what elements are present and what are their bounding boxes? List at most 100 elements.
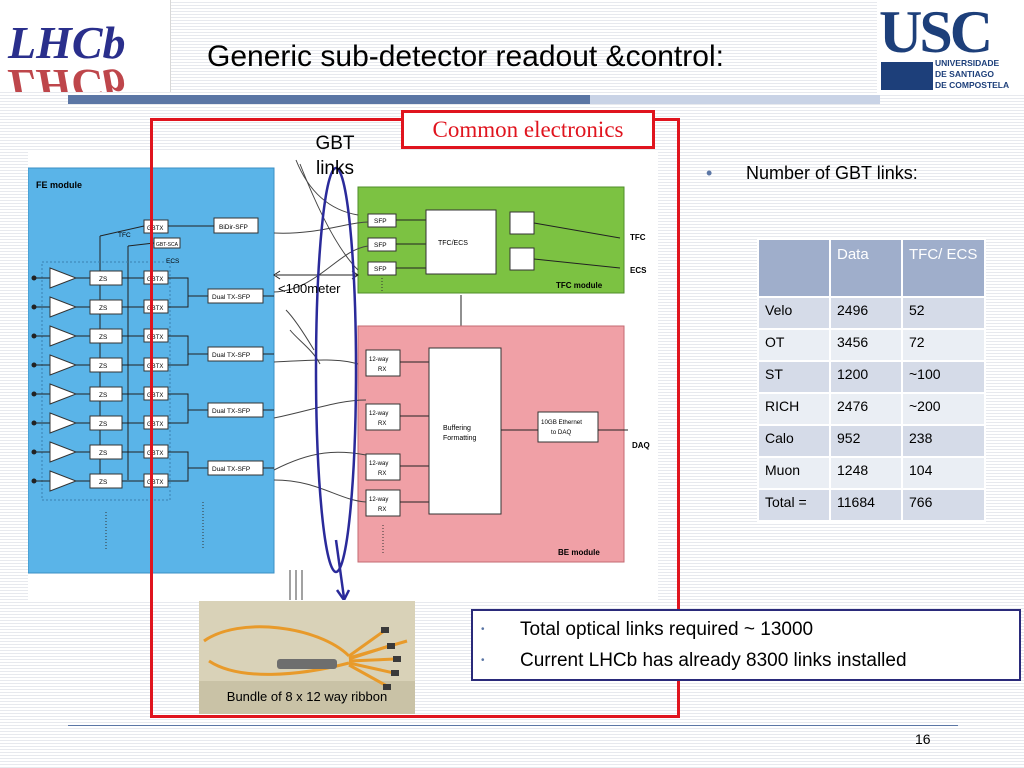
svg-text:GBT-SCA: GBT-SCA bbox=[156, 242, 179, 248]
svg-text:GBTX: GBTX bbox=[147, 277, 163, 283]
usc-logo-text: UNIVERSIDADE DE SANTIAGO DE COMPOSTELA bbox=[935, 58, 1010, 90]
table-cell: Total = bbox=[757, 488, 831, 522]
title-underline-light bbox=[590, 95, 880, 104]
svg-text:SFP: SFP bbox=[374, 266, 387, 273]
be-module-title: BE module bbox=[558, 548, 600, 557]
table-cell: 52 bbox=[901, 296, 986, 330]
svg-text:SFP: SFP bbox=[374, 242, 387, 249]
table-cell: 104 bbox=[901, 456, 986, 490]
svg-text:GBTX: GBTX bbox=[147, 422, 163, 428]
svg-text:12-way: 12-way bbox=[369, 497, 388, 503]
svg-text:BiDir-SFP: BiDir-SFP bbox=[219, 224, 248, 231]
distance-label: <100meter bbox=[278, 281, 341, 296]
photo-caption: Bundle of 8 x 12 way ribbon bbox=[226, 689, 388, 704]
amplifier-icon bbox=[49, 412, 78, 434]
svg-text:10GB Ethernet: 10GB Ethernet bbox=[541, 419, 582, 426]
summary-item: •Current LHCb has already 8300 links ins… bbox=[481, 650, 907, 671]
svg-text:ZS: ZS bbox=[99, 421, 108, 428]
amplifier-icon bbox=[49, 383, 78, 405]
svg-text:ZS: ZS bbox=[99, 450, 108, 457]
table-cell: 72 bbox=[901, 328, 986, 362]
svg-text:TFC: TFC bbox=[630, 233, 646, 242]
table-cell: ST bbox=[757, 360, 831, 394]
table-header-cell bbox=[757, 238, 831, 298]
svg-text:GBTX: GBTX bbox=[147, 226, 163, 232]
tfc-module-title: TFC module bbox=[556, 281, 603, 290]
amplifier-icon bbox=[49, 441, 78, 463]
amplifier-icon bbox=[49, 354, 78, 376]
table-header-cell: Data bbox=[829, 238, 903, 298]
summary-box: •Total optical links required ~ 13000 •C… bbox=[471, 609, 1021, 681]
fe-module-title: FE module bbox=[36, 180, 82, 190]
table-cell: Velo bbox=[757, 296, 831, 330]
readout-diagram: FE module GBTX BiDir-SFP GBT-SCA TFC ECS… bbox=[27, 150, 658, 603]
amplifier-icon bbox=[49, 296, 78, 318]
svg-text:Dual TX-SFP: Dual TX-SFP bbox=[212, 466, 250, 473]
svg-text:ZS: ZS bbox=[99, 334, 108, 341]
svg-text:RX: RX bbox=[378, 421, 386, 427]
svg-text:GBTX: GBTX bbox=[147, 306, 163, 312]
svg-text:Dual TX-SFP: Dual TX-SFP bbox=[212, 294, 250, 301]
svg-text:GBTX: GBTX bbox=[147, 364, 163, 370]
svg-text:ZS: ZS bbox=[99, 276, 108, 283]
svg-text:GBTX: GBTX bbox=[147, 335, 163, 341]
lhcb-logo-text: LHCb bbox=[7, 17, 126, 68]
svg-text:Formatting: Formatting bbox=[443, 435, 477, 442]
table-cell: 2496 bbox=[829, 296, 903, 330]
svg-text:Buffering: Buffering bbox=[443, 425, 471, 432]
lhcb-logo: LHCb LHCb bbox=[0, 0, 171, 92]
table-header-row: Data TFC/ ECS bbox=[757, 238, 986, 298]
svg-text:ZS: ZS bbox=[99, 392, 108, 399]
bullet-icon: • bbox=[706, 163, 713, 183]
svg-text:ECS: ECS bbox=[630, 266, 647, 275]
table-cell: 3456 bbox=[829, 328, 903, 362]
usc-logo: USC UNIVERSIDADE DE SANTIAGO DE COMPOSTE… bbox=[877, 0, 1024, 95]
svg-text:ZS: ZS bbox=[99, 363, 108, 370]
common-electronics-label: Common electronics bbox=[401, 110, 655, 149]
table-cell: 238 bbox=[901, 424, 986, 458]
svg-text:RX: RX bbox=[378, 367, 386, 373]
svg-text:GBTX: GBTX bbox=[147, 480, 163, 486]
table-cell: 766 bbox=[901, 488, 986, 522]
table-cell: 952 bbox=[829, 424, 903, 458]
svg-text:RX: RX bbox=[378, 507, 386, 513]
svg-text:RX: RX bbox=[378, 471, 386, 477]
svg-text:Dual TX-SFP: Dual TX-SFP bbox=[212, 408, 250, 415]
table-cell: 1248 bbox=[829, 456, 903, 490]
title-underline bbox=[68, 95, 590, 104]
table-header-cell: TFC/ ECS bbox=[901, 238, 986, 298]
svg-text:to DAQ: to DAQ bbox=[551, 429, 571, 436]
svg-text:GBTX: GBTX bbox=[147, 393, 163, 399]
table-cell: Calo bbox=[757, 424, 831, 458]
summary-item: •Total optical links required ~ 13000 bbox=[481, 619, 814, 640]
footer-divider bbox=[68, 725, 958, 726]
table-cell: ~100 bbox=[901, 360, 986, 394]
table-cell: 1200 bbox=[829, 360, 903, 394]
svg-text:12-way: 12-way bbox=[369, 357, 388, 363]
lhcb-logo-mirror: LHCb bbox=[7, 60, 126, 92]
gbt-links-bullet: •Number of GBT links: bbox=[706, 163, 918, 183]
table-cell: ~200 bbox=[901, 392, 986, 426]
page-title: Generic sub-detector readout &control: bbox=[207, 40, 724, 73]
svg-text:ZS: ZS bbox=[99, 479, 108, 486]
table-cell: 2476 bbox=[829, 392, 903, 426]
svg-text:GBTX: GBTX bbox=[147, 451, 163, 457]
usc-logo-letters: USC bbox=[879, 0, 993, 65]
page-number: 16 bbox=[915, 731, 931, 747]
svg-text:Dual TX-SFP: Dual TX-SFP bbox=[212, 352, 250, 359]
table-cell: RICH bbox=[757, 392, 831, 426]
table-cell: OT bbox=[757, 328, 831, 362]
amplifier-icon bbox=[49, 325, 78, 347]
gbt-links-ellipse bbox=[314, 166, 358, 574]
svg-text:ZS: ZS bbox=[99, 305, 108, 312]
svg-text:TFC: TFC bbox=[118, 232, 131, 239]
svg-text:TFC/ECS: TFC/ECS bbox=[438, 240, 468, 247]
